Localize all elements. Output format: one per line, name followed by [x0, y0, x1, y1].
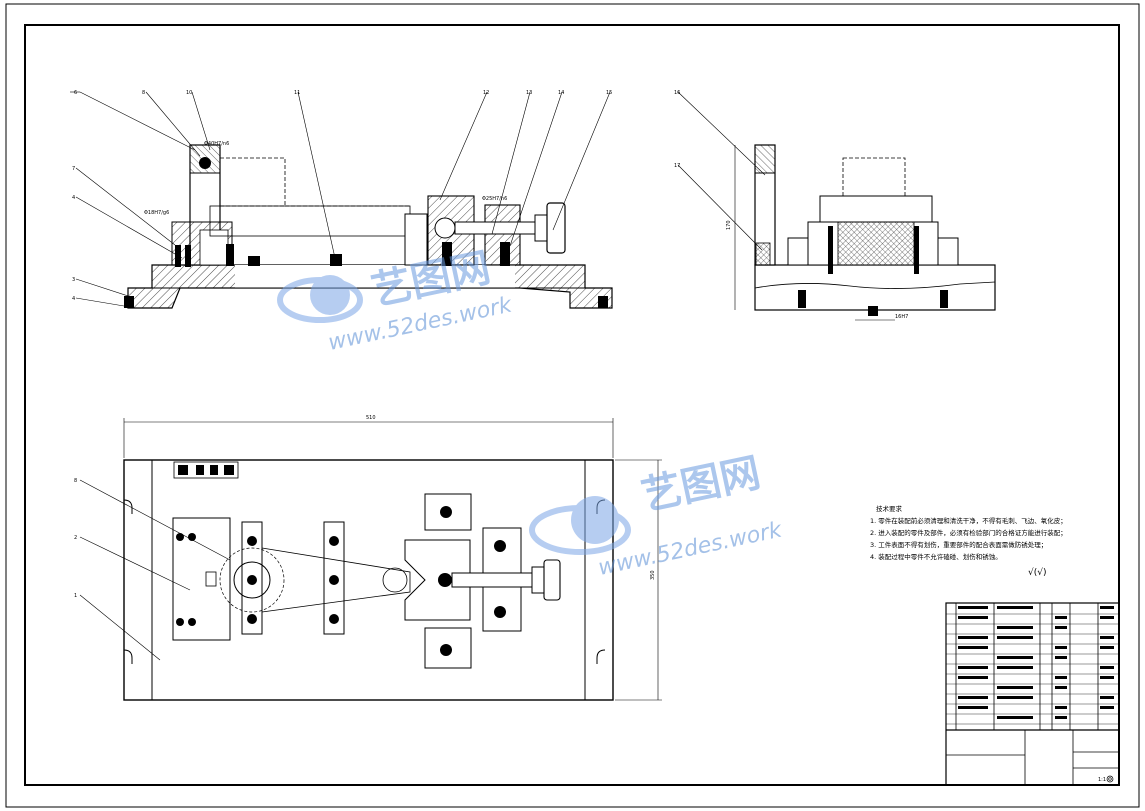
52des-globe-logo: [277, 275, 363, 323]
bom-cell-mark: [997, 716, 1033, 719]
balloon-side-16: 16: [674, 90, 680, 96]
balloon-top-8: 8: [74, 478, 77, 484]
top-view: 510 350: [74, 415, 662, 701]
bom-cell-mark: [997, 626, 1033, 629]
technical-requirements: 技术要求 1. 零件在装配前必须清理和清洗干净，不得有毛刺、飞边、氧化皮； 2.…: [870, 504, 1067, 578]
roughness-symbol: √(√): [1028, 567, 1047, 578]
watermark-cn-2: 艺图网: [638, 450, 765, 520]
bom-cell-mark: [997, 606, 1033, 609]
balloon-front-15: 15: [606, 90, 612, 96]
bom-cell-mark: [997, 686, 1033, 689]
balloon-front-6: 6: [74, 90, 77, 96]
balloon-front-12: 12: [483, 90, 489, 96]
dim-height: 170: [726, 220, 732, 230]
balloon-front-13: 13: [526, 90, 532, 96]
fit-mark-1: Φ40H7/n6: [204, 141, 229, 147]
balloon-front-8: 8: [142, 90, 145, 96]
bom-cell-mark: [958, 646, 988, 649]
bom-cell-mark: [1100, 636, 1114, 639]
watermark-1: 艺图网 www.52des.work: [277, 245, 515, 356]
bom-cell-mark: [958, 706, 988, 709]
bom-cell-mark: [1055, 676, 1067, 679]
bom-cell-mark: [1100, 646, 1114, 649]
fit-mark-5: 16H7: [895, 314, 908, 320]
bom-cell-mark: [1100, 706, 1114, 709]
balloon-front-11: 11: [294, 90, 300, 96]
bom-cell-mark: [1100, 616, 1114, 619]
balloon-front-14: 14: [558, 90, 564, 96]
side-view: 170 16 17 16H7: [674, 90, 996, 321]
balloon-front-7: 7: [72, 166, 75, 172]
tech-req-item-2: 2. 进入装配的零件及部件，必须有检验部门的合格证方能进行装配；: [870, 528, 1067, 537]
tech-req-item-3: 3. 工件表面不得有划伤，重要部件的配合表面需做防锈处理；: [870, 540, 1047, 549]
bom-cell-mark: [958, 676, 988, 679]
balloon-front-4b: 4: [72, 296, 75, 302]
dim-width: 350: [650, 570, 656, 580]
bom-cell-mark: [1055, 626, 1067, 629]
bom-cell-mark: [997, 696, 1033, 699]
outer-border: [5, 3, 1140, 808]
bom-rows: [946, 606, 1119, 725]
bom-cell-mark: [1055, 706, 1067, 709]
bom-cell-mark: [1055, 646, 1067, 649]
dim-length: 510: [366, 415, 376, 421]
bom-cell-mark: [958, 636, 988, 639]
bom-cell-mark: [958, 616, 988, 619]
first-angle-projection-icon: [1106, 775, 1114, 783]
bom-cell-mark: [1055, 716, 1067, 719]
tech-req-item-4: 4. 装配过程中零件不允许磕碰、划伤和锈蚀。: [870, 552, 1002, 561]
scale-label: 1:1: [1098, 777, 1106, 783]
bom-cell-mark: [997, 666, 1033, 669]
tech-req-item-1: 1. 零件在装配前必须清理和清洗干净，不得有毛刺、飞边、氧化皮；: [870, 516, 1067, 525]
fit-mark-3: Φ25H7/h6: [482, 196, 507, 202]
bom-cell-mark: [958, 696, 988, 699]
tech-req-heading: 技术要求: [876, 504, 903, 513]
inner-frame: [24, 24, 1120, 786]
bom-cell-mark: [1055, 656, 1067, 659]
balloon-front-10: 10: [186, 90, 192, 96]
fit-mark-2: Φ18H7/g6: [144, 210, 169, 216]
balloon-front-4: 4: [72, 195, 75, 201]
bom-cell-mark: [1100, 676, 1114, 679]
bom-cell-mark: [1100, 606, 1114, 609]
balloon-top-1: 1: [74, 593, 77, 599]
bom-cell-mark: [1100, 696, 1114, 699]
52des-globe-logo: [529, 496, 631, 555]
bom-cell-mark: [958, 606, 988, 609]
balloon-top-2: 2: [74, 535, 77, 541]
balloon-front-3: 3: [72, 277, 75, 283]
balloon-side-17: 17: [674, 163, 680, 169]
bom-cell-mark: [1055, 686, 1067, 689]
bom-cell-mark: [1100, 666, 1114, 669]
front-view: 6 8 10 7 4 3 4 11 12 13 14 15 Φ40H7/n6 Φ…: [70, 90, 613, 309]
bom-cell-mark: [958, 666, 988, 669]
bom-cell-mark: [997, 636, 1033, 639]
bom-cell-mark: [997, 656, 1033, 659]
bom-cell-mark: [1055, 616, 1067, 619]
